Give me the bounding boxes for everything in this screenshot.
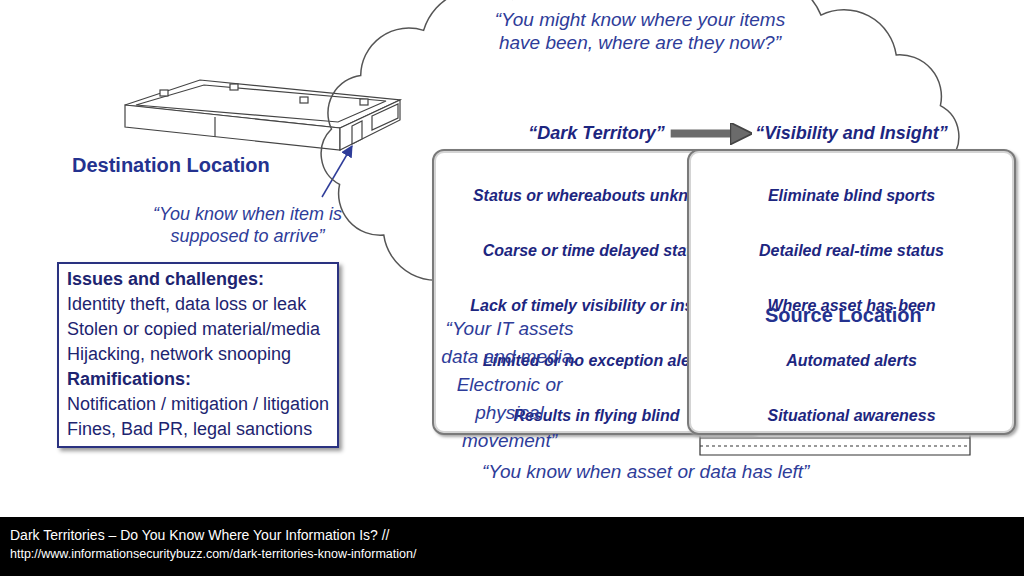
destination-building xyxy=(125,80,400,150)
annex xyxy=(372,104,398,130)
wall-seam xyxy=(214,117,215,137)
source-url: http://www.informationsecuritybuzz.com/d… xyxy=(10,547,416,561)
cloud-quote: “You might know where your items have be… xyxy=(488,8,793,54)
location-label-holder: Destination Location xyxy=(72,154,270,177)
location-label: Source Location xyxy=(765,304,922,327)
list-item: Fines, Bad PR, legal sanctions xyxy=(67,417,329,442)
quote-callout: “You know when asset or data has left” xyxy=(482,461,809,483)
list-item: Situational awareness xyxy=(699,402,1004,429)
list-item: Automated alerts xyxy=(699,347,1004,374)
roof-unit xyxy=(160,90,168,96)
section-heading: Ramifications: xyxy=(67,367,329,392)
list-item: Stolen or copied material/media xyxy=(67,317,329,342)
section-heading: Issues and challenges: xyxy=(67,267,329,292)
caption-holder: Dark Territories – Do You Know Where You… xyxy=(10,527,390,543)
quote-callout: “You know when item is supposed to arriv… xyxy=(150,203,345,247)
quote-callout: “Your IT assets data and media. Electron… xyxy=(432,315,587,455)
block-arrow xyxy=(671,130,742,138)
source-url-holder: http://www.informationsecuritybuzz.com/d… xyxy=(10,547,416,561)
list-item: Notification / mitigation / litigation xyxy=(67,392,329,417)
cable-space xyxy=(700,445,970,446)
door xyxy=(352,121,362,144)
roof-unit xyxy=(360,99,368,105)
location-label: Destination Location xyxy=(72,154,270,177)
roof-unit xyxy=(230,84,238,90)
box-heading: “Visibility and Insight” xyxy=(755,123,947,144)
issues-box: Issues and challenges:Identity theft, da… xyxy=(57,262,339,448)
list-item: Hijacking, network snooping xyxy=(67,342,329,367)
list-item: Detailed real-time status xyxy=(699,237,1004,264)
box-heading: “Dark Territory” xyxy=(528,123,664,144)
list-box: “Visibility and Insight” Eliminate blind … xyxy=(687,95,1016,435)
roof-unit xyxy=(300,97,308,103)
list-item: Eliminate blind sports xyxy=(699,182,1004,209)
front-wall xyxy=(125,105,340,150)
caption: Dark Territories – Do You Know Where You… xyxy=(10,527,390,543)
quote-callout-holder: “You know when asset or data has left” xyxy=(482,461,809,483)
rounded-box: Eliminate blind sportsDetailed real-time… xyxy=(687,149,1016,435)
caption-band xyxy=(0,517,1024,576)
thought-cloud: “You might know where your items have be… xyxy=(330,0,950,310)
list-item: Identity theft, data loss or leak xyxy=(67,292,329,317)
side-wall xyxy=(340,100,400,150)
raised-floor xyxy=(700,437,970,438)
quote-callout-holder: “Your IT assets data and media. Electron… xyxy=(432,315,587,455)
quote-callout-holder: “You know when item is supposed to arriv… xyxy=(150,203,345,247)
location-label-holder: Source Location xyxy=(765,304,922,327)
